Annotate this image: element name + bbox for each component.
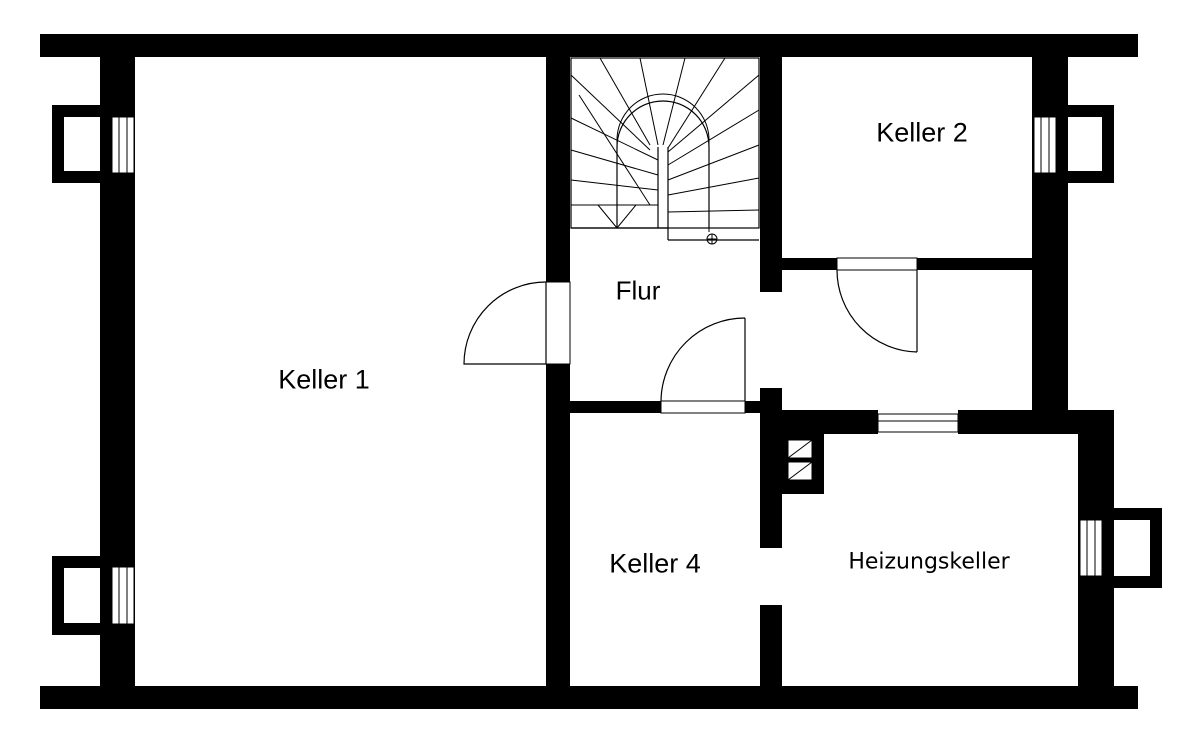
staircase [570,57,760,245]
door-keller-1 [463,281,571,365]
interior-walls [546,34,1114,709]
outer-walls [40,34,1138,709]
room-label-heizungskeller: Heizungskeller [848,549,1010,575]
room-label-keller-2: Keller 2 [876,117,968,148]
room-label-keller-4: Keller 4 [609,548,701,579]
window-well-heizungskeller [1079,508,1162,588]
window-well-left-top [52,105,135,183]
room-label-keller-1: Keller 1 [278,364,370,395]
door-keller-2 [836,257,918,353]
window-well-left-bottom [52,556,135,635]
window-heizungskeller-top [877,413,959,433]
window-well-right [1033,105,1114,183]
room-label-flur: Flur [615,275,661,306]
chimney-flues [787,439,813,481]
door-keller-4 [660,317,746,414]
